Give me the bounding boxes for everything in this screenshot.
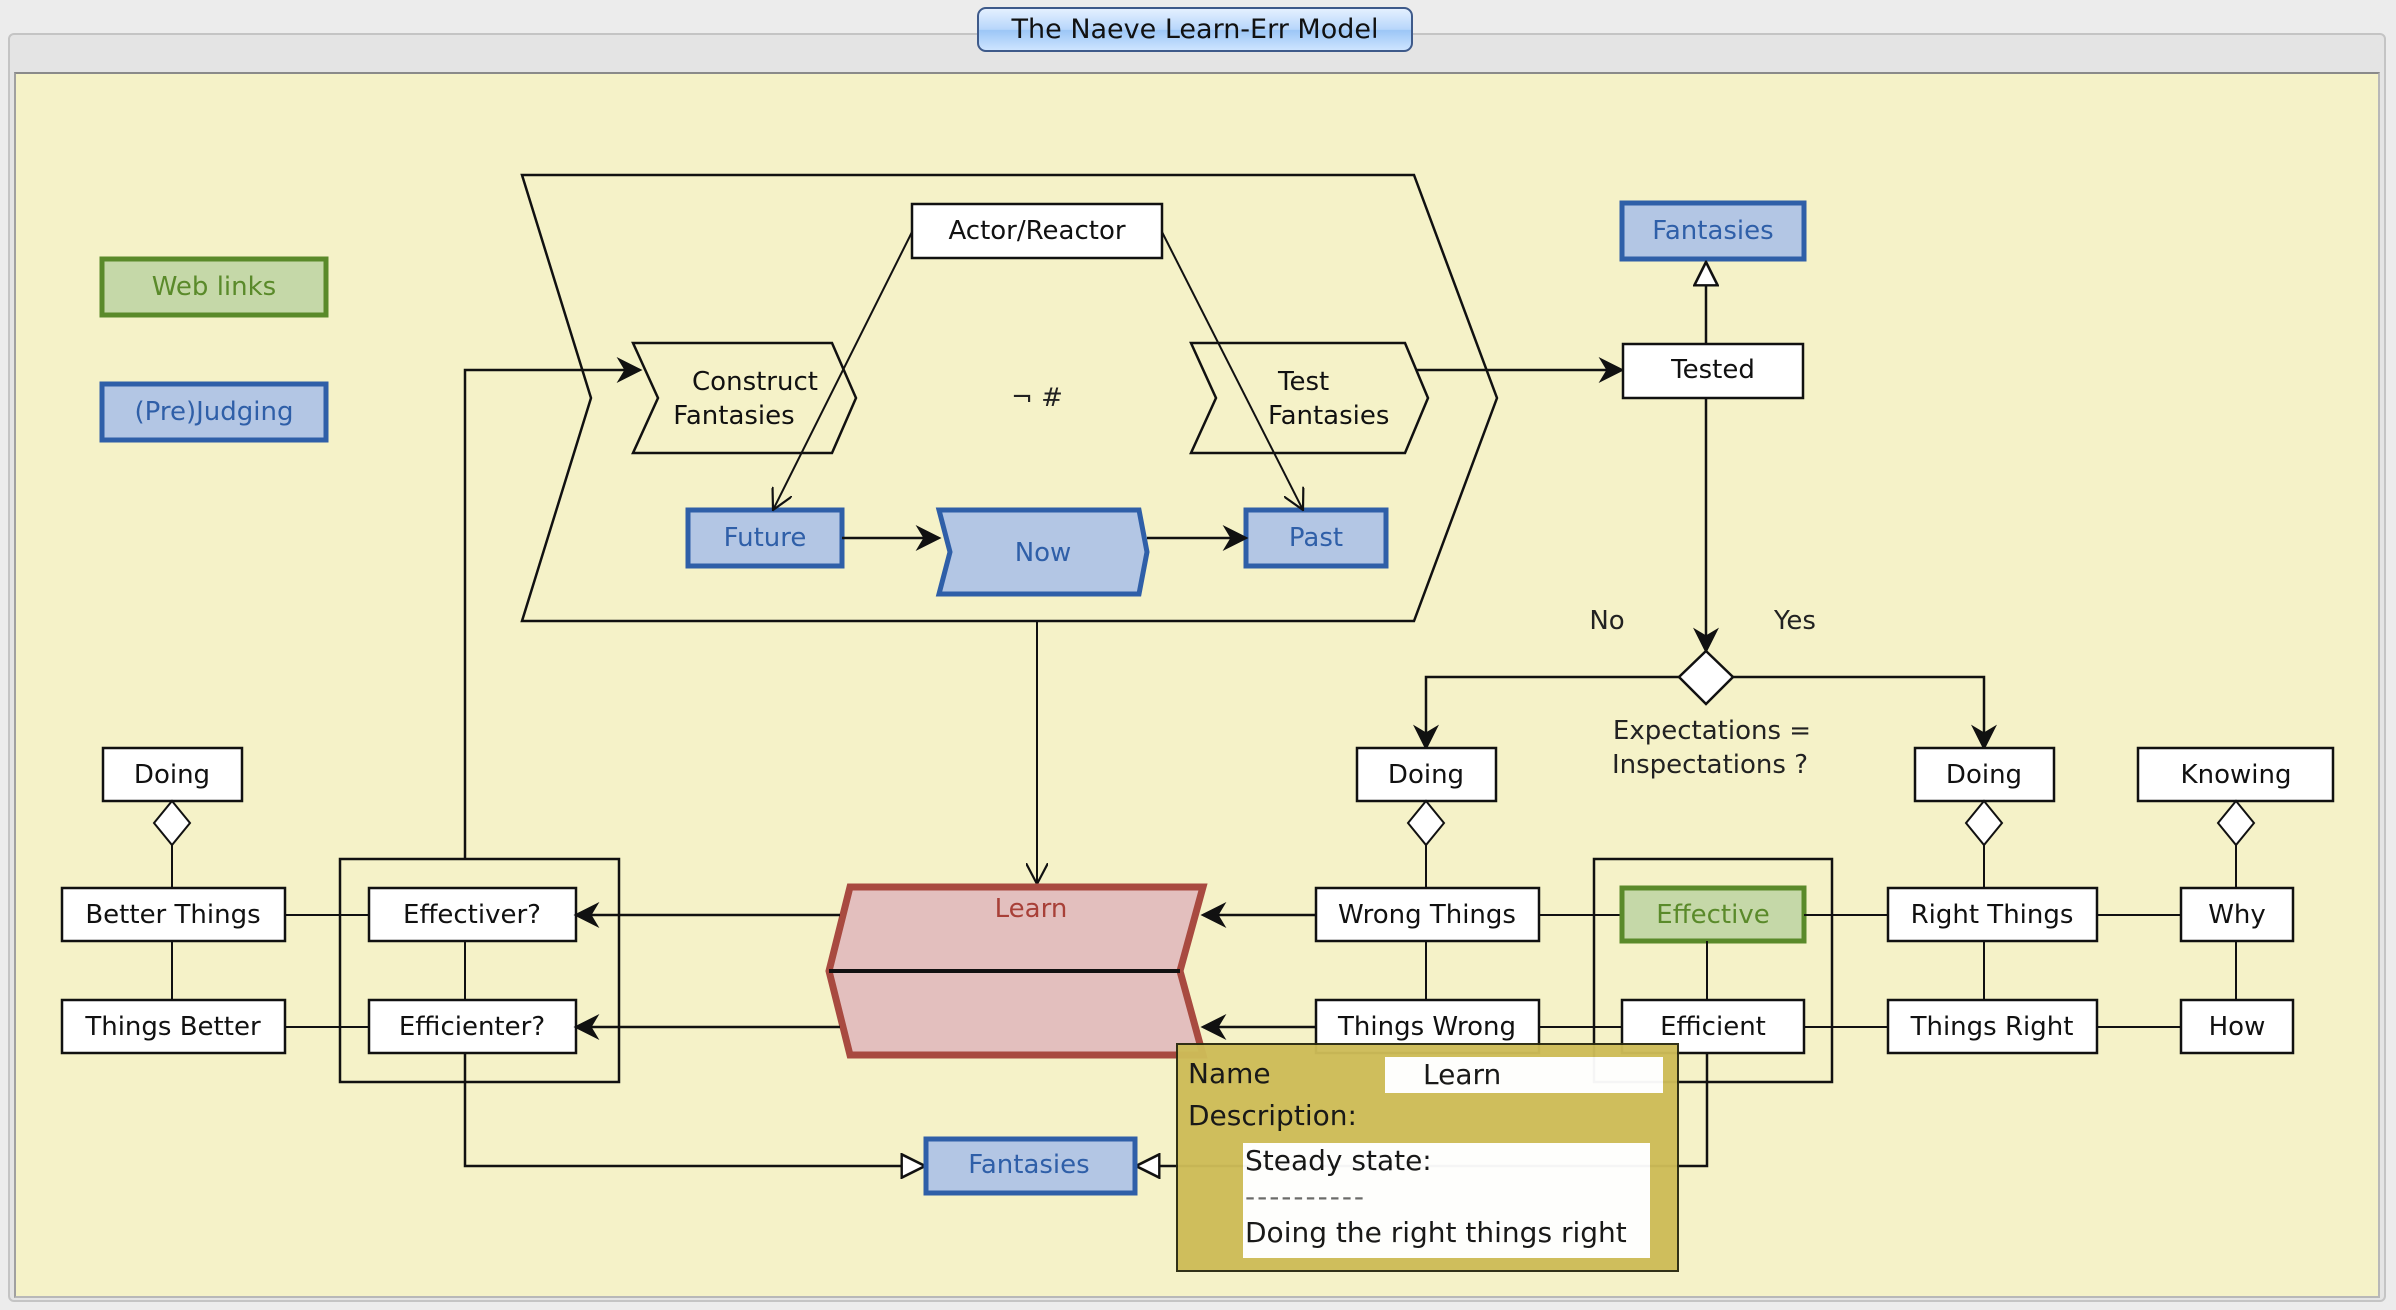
node-why[interactable]: Why <box>2179 886 2295 943</box>
node-efficienter-label: Efficienter? <box>399 1012 545 1042</box>
test-fantasies-line2: Fantasies <box>1268 401 1389 431</box>
node-how[interactable]: How <box>2179 998 2295 1055</box>
center-symbol: ¬ # <box>1011 383 1063 413</box>
edge-actor-future <box>773 231 913 510</box>
node-things-wrong-label: Things Wrong <box>1337 1012 1516 1042</box>
node-efficient[interactable]: Efficient <box>1620 998 1806 1055</box>
node-now[interactable]: Now <box>935 507 1150 597</box>
tooltip-desc-line1: Steady state: <box>1245 1144 1432 1177</box>
node-past-label: Past <box>1289 523 1343 553</box>
node-fantasies-top[interactable]: Fantasies <box>1619 200 1807 262</box>
node-fantasies-bottom-label: Fantasies <box>968 1150 1089 1180</box>
node-future[interactable]: Future <box>685 507 845 569</box>
node-doing-right[interactable]: Doing <box>1913 746 2056 803</box>
node-things-right[interactable]: Things Right <box>1886 998 2099 1055</box>
node-right-things[interactable]: Right Things <box>1886 886 2099 943</box>
legend-prejudging[interactable]: (Pre)Judging <box>99 381 329 443</box>
edge-actor-past <box>1161 231 1303 510</box>
left-bracket-box <box>338 857 621 1084</box>
node-tested[interactable]: Tested <box>1621 342 1805 400</box>
node-effectiver[interactable]: Effectiver? <box>367 886 578 943</box>
node-actor-reactor-label: Actor/Reactor <box>948 216 1125 246</box>
decision-yes-label: Yes <box>1773 606 1816 636</box>
decision-question-line2: Inspectations ? <box>1612 750 1808 780</box>
node-test-fantasies[interactable]: Test Fantasies <box>1189 341 1430 455</box>
node-things-better-label: Things Better <box>84 1012 261 1042</box>
middle-bracket-box <box>1592 857 1834 1084</box>
node-efficienter[interactable]: Efficienter? <box>367 998 578 1055</box>
node-construct-fantasies[interactable]: Construct Fantasies <box>631 341 858 455</box>
node-fantasies-top-label: Fantasies <box>1652 216 1773 246</box>
node-things-better[interactable]: Things Better <box>60 998 287 1055</box>
tooltip-name-value: Learn <box>1385 1057 1663 1093</box>
node-knowing-label: Knowing <box>2181 760 2292 790</box>
node-effective-label: Effective <box>1656 900 1769 930</box>
node-doing-middle-label: Doing <box>1388 760 1464 790</box>
node-efficient-label: Efficient <box>1660 1012 1766 1042</box>
legend-web-links[interactable]: Web links <box>99 256 329 318</box>
node-why-label: Why <box>2208 900 2266 930</box>
node-right-things-label: Right Things <box>1911 900 2074 930</box>
tooltip-desc-separator: ---------- <box>1245 1180 1367 1213</box>
diagram-title-tab[interactable]: The Naeve Learn-Err Model <box>977 7 1413 52</box>
aggregation-diamond <box>1406 799 1446 847</box>
node-now-label: Now <box>1015 538 1072 568</box>
node-wrong-things-label: Wrong Things <box>1338 900 1516 930</box>
node-effective[interactable]: Effective <box>1619 885 1807 944</box>
tooltip-description-label: Description: <box>1188 1099 1357 1132</box>
node-knowing[interactable]: Knowing <box>2136 746 2335 803</box>
node-effectiver-label: Effectiver? <box>403 900 541 930</box>
node-learn[interactable]: Learn <box>825 883 1208 1059</box>
construct-fantasies-line2: Fantasies <box>673 401 794 431</box>
learn-tooltip: Name Learn Description: Steady state: --… <box>1176 1043 1679 1272</box>
tooltip-description-box: Steady state: ---------- Doing the right… <box>1243 1143 1650 1258</box>
test-fantasies-line1: Test <box>1277 367 1329 397</box>
edge-decision-yes <box>1733 675 1997 751</box>
node-tested-label: Tested <box>1670 355 1755 385</box>
node-better-things[interactable]: Better Things <box>60 886 287 943</box>
node-doing-left-label: Doing <box>134 760 210 790</box>
node-how-label: How <box>2209 1012 2266 1042</box>
decision-question-line1: Expectations = <box>1613 716 1811 746</box>
node-wrong-things[interactable]: Wrong Things <box>1314 886 1541 943</box>
node-learn-label: Learn <box>995 894 1068 924</box>
node-things-right-label: Things Right <box>1910 1012 2074 1042</box>
node-doing-left[interactable]: Doing <box>101 746 244 803</box>
node-past[interactable]: Past <box>1243 507 1389 569</box>
legend-web-links-label: Web links <box>152 272 276 302</box>
edge-decision-no <box>1413 675 1679 751</box>
cycle-container-chevron[interactable] <box>520 173 1499 623</box>
aggregation-diamond <box>2216 799 2256 847</box>
decision-diamond[interactable] <box>1677 649 1735 706</box>
legend-prejudging-label: (Pre)Judging <box>135 397 294 427</box>
tooltip-desc-line3: Doing the right things right <box>1245 1216 1627 1249</box>
node-fantasies-bottom[interactable]: Fantasies <box>923 1136 1138 1196</box>
edge-efficienter-fantasies <box>463 1053 925 1166</box>
construct-fantasies-line1: Construct <box>692 367 818 397</box>
node-actor-reactor[interactable]: Actor/Reactor <box>910 202 1164 260</box>
tooltip-name-label: Name <box>1188 1057 1271 1090</box>
decision-no-label: No <box>1589 606 1624 636</box>
node-doing-middle[interactable]: Doing <box>1355 746 1498 803</box>
node-doing-right-label: Doing <box>1946 760 2022 790</box>
aggregation-diamond <box>1964 799 2004 847</box>
node-better-things-label: Better Things <box>85 900 260 930</box>
node-future-label: Future <box>724 523 807 553</box>
aggregation-diamond <box>152 799 192 847</box>
edge-effectiver-construct <box>463 357 643 859</box>
